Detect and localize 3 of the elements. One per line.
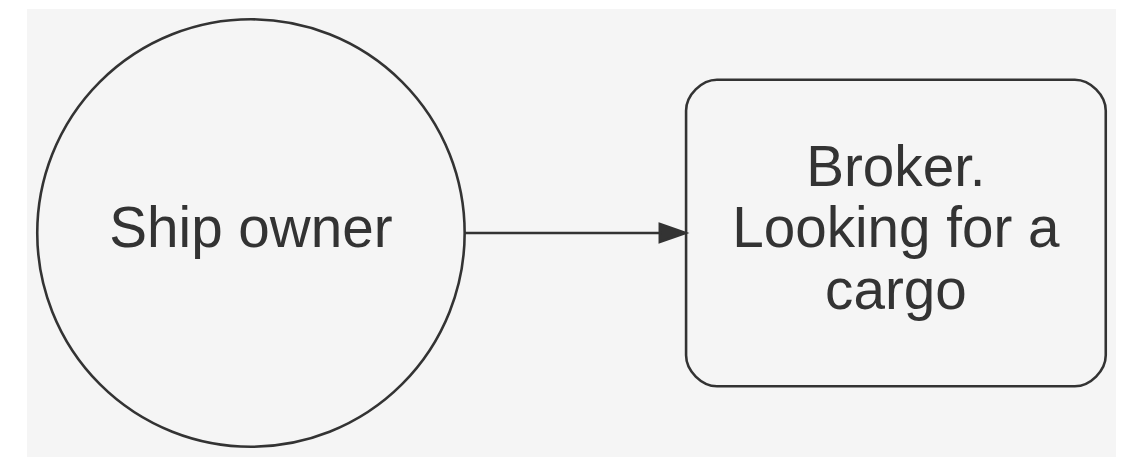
node-circle: Ship owner	[35, 17, 466, 448]
arrow	[464, 221, 690, 244]
node-box: Broker. Looking for a cargo	[684, 78, 1108, 387]
